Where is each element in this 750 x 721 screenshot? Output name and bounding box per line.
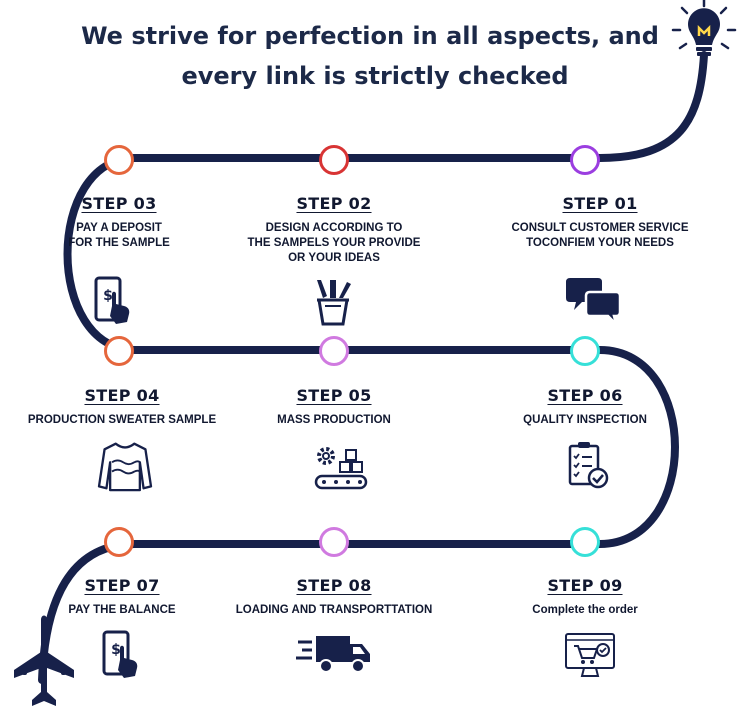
step-label: STEP 07: [84, 576, 160, 595]
title-line-1: We strive for perfection in all aspects,…: [81, 22, 659, 50]
mobile-payment-icon: $: [98, 630, 158, 682]
lightbulb-icon: [671, 0, 737, 56]
svg-text:$: $: [103, 288, 113, 304]
step-05: STEP 05 MASS PRODUCTION: [219, 385, 449, 428]
chat-bubbles-icon: [564, 274, 624, 329]
node-step-07: [104, 527, 134, 557]
step-description: PAY A DEPOSIT FOR THE SAMPLE: [68, 222, 170, 249]
design-tools-icon: [303, 276, 363, 328]
airplane-icon: [14, 615, 74, 706]
node-step-06: [570, 336, 600, 366]
step-label: STEP 09: [547, 576, 623, 595]
conveyor-production-icon: [310, 442, 370, 494]
step-08: STEP 08 LOADING AND TRANSPORTTATION: [219, 575, 449, 618]
step-label: STEP 05: [296, 386, 372, 405]
node-step-09: [570, 527, 600, 557]
step-label: STEP 06: [547, 386, 623, 405]
step-description: PAY THE BALANCE: [68, 604, 176, 616]
online-cart-icon: [560, 630, 620, 682]
title-line-2: every link is strictly checked: [181, 62, 569, 90]
step-label: STEP 02: [296, 194, 372, 213]
node-step-04: [104, 336, 134, 366]
step-description: QUALITY INSPECTION: [523, 414, 647, 426]
step-01: STEP 01 CONSULT CUSTOMER SERVICE TOCONFI…: [485, 193, 715, 251]
node-step-08: [319, 527, 349, 557]
step-description: CONSULT CUSTOMER SERVICE TOCONFIEM YOUR …: [511, 222, 689, 249]
step-label: STEP 04: [84, 386, 160, 405]
node-step-03: [104, 145, 134, 175]
step-04: STEP 04 PRODUCTION SWEATER SAMPLE: [7, 385, 237, 428]
node-step-02: [319, 145, 349, 175]
step-label: STEP 03: [81, 194, 157, 213]
process-path-line: [38, 51, 708, 684]
step-description: Complete the order: [532, 604, 638, 616]
step-06: STEP 06 QUALITY INSPECTION: [470, 385, 700, 428]
step-02: STEP 02 DESIGN ACCORDING TO THE SAMPELS …: [219, 193, 449, 266]
step-09: STEP 09 Complete the order: [470, 575, 700, 618]
delivery-truck-icon: [296, 628, 376, 680]
step-label: STEP 08: [296, 576, 372, 595]
step-03: STEP 03 PAY A DEPOSIT FOR THE SAMPLE: [4, 193, 234, 251]
mobile-payment-icon: $: [88, 276, 148, 328]
step-description: DESIGN ACCORDING TO THE SAMPELS YOUR PRO…: [247, 222, 421, 264]
step-07: STEP 07 PAY THE BALANCE: [7, 575, 237, 618]
svg-text:$: $: [111, 642, 121, 658]
title: We strive for perfection in all aspects,…: [0, 16, 750, 96]
step-label: STEP 01: [562, 194, 638, 213]
checklist-icon: [558, 440, 618, 492]
step-description: MASS PRODUCTION: [277, 414, 391, 426]
step-description: PRODUCTION SWEATER SAMPLE: [27, 414, 217, 426]
step-description: LOADING AND TRANSPORTTATION: [235, 604, 433, 616]
node-step-05: [319, 336, 349, 366]
node-step-01: [570, 145, 600, 175]
sweater-icon: [95, 440, 155, 492]
